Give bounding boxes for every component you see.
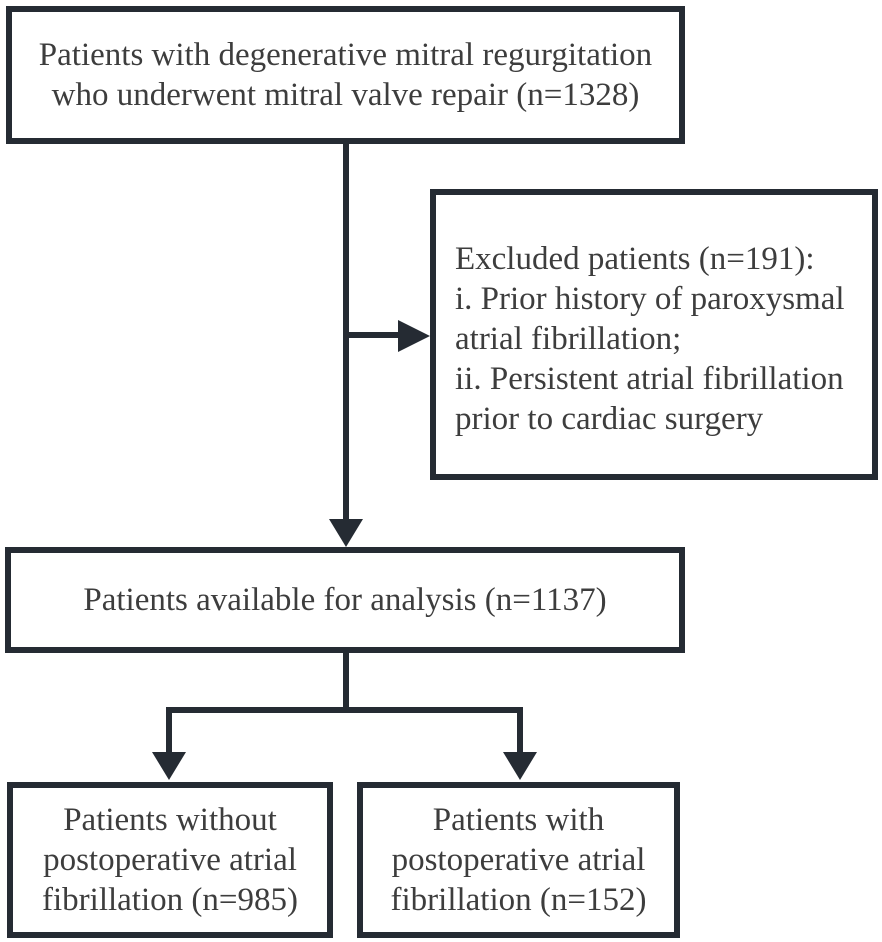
connector-left-drop-line xyxy=(166,707,172,752)
arrowhead-down-to-poaf-icon xyxy=(503,752,537,780)
box-text-line: postoperative atrial xyxy=(391,842,646,878)
box-text-line: i. Prior history of paroxysmal xyxy=(455,280,845,317)
arrowhead-down-to-analysis-icon xyxy=(329,519,363,547)
box-analysis-population: Patients available for analysis (n=1137) xyxy=(5,547,685,653)
connector-analysis-stub-line xyxy=(343,653,349,710)
box-source-population: Patients with degenerative mitral regurg… xyxy=(6,6,685,144)
box-text-line: fibrillation (n=985) xyxy=(42,882,298,918)
box-text-line: who underwent mitral valve repair (n=132… xyxy=(51,77,640,113)
box-text-line: ii. Persistent atrial fibrillation xyxy=(455,360,844,397)
box-text-line: Patients without xyxy=(63,802,277,838)
arrowhead-right-to-excluded-icon xyxy=(398,320,430,352)
connector-branch-line xyxy=(166,707,523,713)
box-text-line: Patients with xyxy=(432,802,605,838)
box-text-line: postoperative atrial xyxy=(43,842,297,878)
connector-right-drop-line xyxy=(517,707,523,752)
arrowhead-down-to-no-poaf-icon xyxy=(152,752,186,780)
box-without-poaf: Patients without postoperative atrial fi… xyxy=(7,782,333,938)
box-text-line: prior to cardiac surgery xyxy=(455,400,764,437)
box-text-line: Excluded patients (n=191): xyxy=(455,240,815,277)
box-text-line: Patients with degenerative mitral regurg… xyxy=(38,37,653,73)
box-with-poaf: Patients with postoperative atrial fibri… xyxy=(357,782,680,938)
box-text-line: fibrillation (n=152) xyxy=(390,882,647,918)
box-text-line: Patients available for analysis (n=1137) xyxy=(83,582,607,618)
box-text-line: atrial fibrillation; xyxy=(455,320,682,357)
connector-to-excluded-line xyxy=(346,332,400,338)
box-excluded-patients: Excluded patients (n=191): i. Prior hist… xyxy=(430,189,878,480)
